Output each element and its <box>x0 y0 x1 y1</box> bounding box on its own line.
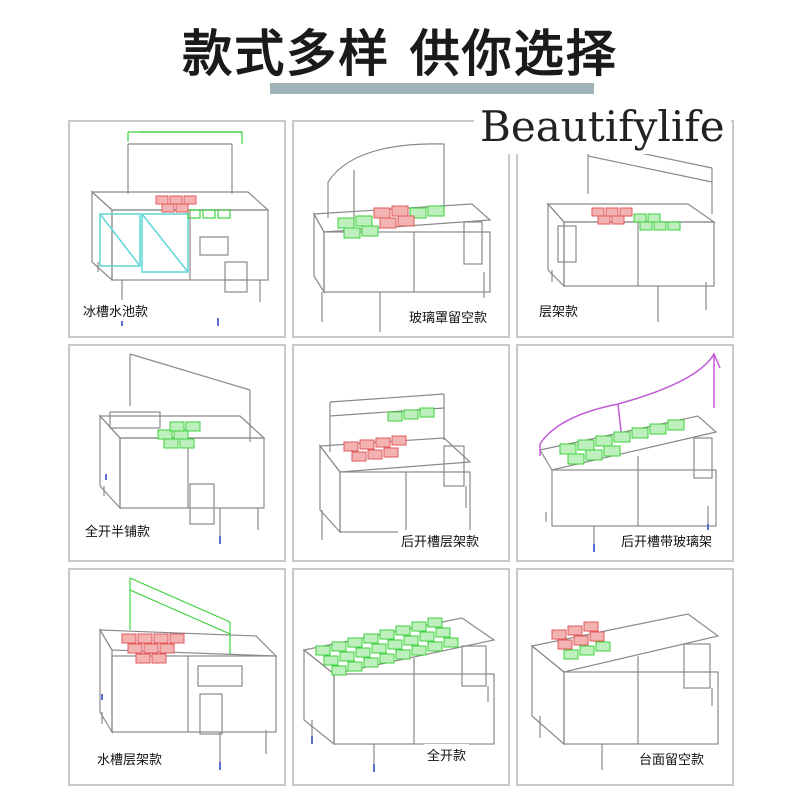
style-label: 后开槽带玻璃架 <box>618 530 716 551</box>
style-label: 台面留空款 <box>636 748 708 769</box>
style-label: 全开款 <box>424 744 470 765</box>
glass-cover-counter-icon <box>313 143 492 332</box>
style-label: 层架款 <box>536 300 582 321</box>
style-label: 玻璃罩留空款 <box>406 306 491 327</box>
style-card-2[interactable]: 玻璃罩留空款 <box>292 120 510 338</box>
style-card-5[interactable]: 后开槽层架款 <box>292 344 510 562</box>
full-open-counter-icon <box>302 617 496 772</box>
style-label: 冰槽水池款 <box>80 300 152 321</box>
style-card-1[interactable]: 冰槽水池款 <box>68 120 286 338</box>
top-space-counter-icon <box>530 613 720 770</box>
rear-slot-shelf-counter-icon <box>318 393 472 540</box>
brand-watermark: Beautifylife <box>474 100 731 154</box>
title-underline <box>270 83 594 94</box>
rear-slot-glass-counter-icon <box>539 352 721 552</box>
sink-shelf-counter-icon <box>98 577 278 770</box>
half-tray-counter-icon <box>98 353 266 544</box>
style-card-3[interactable]: 层架款 <box>516 120 734 338</box>
style-card-6[interactable]: 后开槽带玻璃架 <box>516 344 734 562</box>
style-card-9[interactable]: 台面留空款 <box>516 568 734 786</box>
style-card-4[interactable]: 全开半铺款 <box>68 344 286 562</box>
style-label: 全开半铺款 <box>82 520 154 541</box>
style-label: 水槽层架款 <box>94 748 166 769</box>
style-label: 后开槽层架款 <box>398 530 483 551</box>
style-card-8[interactable]: 全开款 <box>292 568 510 786</box>
style-card-7[interactable]: 水槽层架款 <box>68 568 286 786</box>
page-title: 款式多样 供你选择 <box>182 25 618 83</box>
header: 款式多样 供你选择 <box>0 0 800 110</box>
